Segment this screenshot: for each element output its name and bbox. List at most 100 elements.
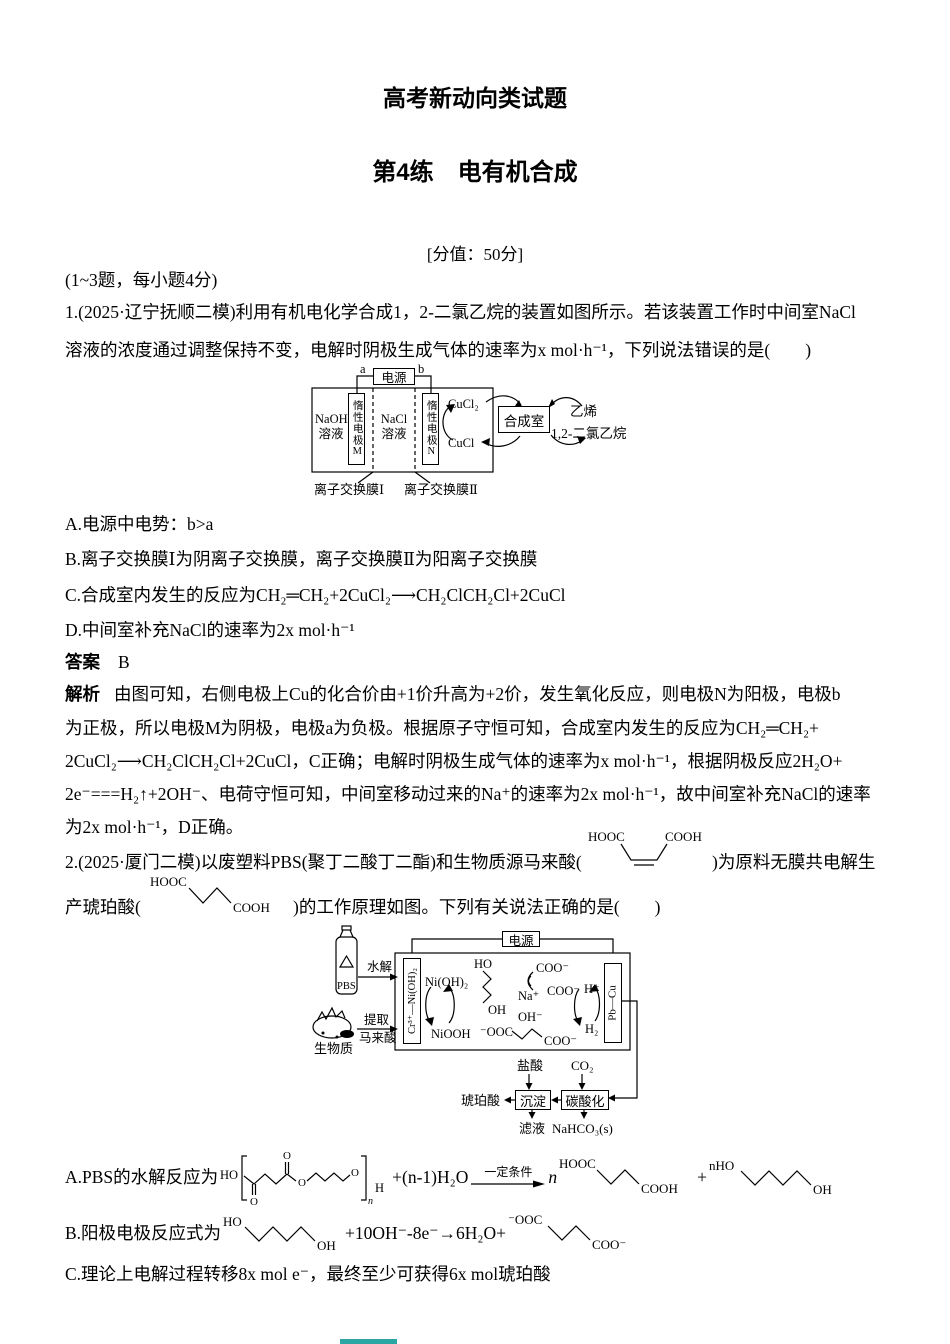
- analysis-line4: 2e⁻===H₂↑+2OH⁻、电荷守恒可知，中间室移动过来的Na⁺的速率为2x …: [65, 784, 871, 804]
- butanediol-product-structure: nHO OH: [709, 1158, 832, 1197]
- q1-answer-row: 答案 B: [65, 650, 130, 674]
- hcl-label: 盐酸: [517, 1058, 544, 1073]
- answer-label: 答案: [65, 652, 100, 672]
- q2-stem-line2-pre: 产琥珀酸(: [65, 897, 141, 917]
- succinate-coo-label: COO⁻: [544, 1034, 577, 1048]
- precipitation-box: 沉淀: [515, 1090, 551, 1110]
- q1-stem-line1: 1.(2025·辽宁抚顺二模)利用有机电化学合成1，2-二氯乙烷的装置如图所示。…: [65, 302, 856, 322]
- q1-analysis-row1: 解析 由图可知，右侧电极上Cu的化合价由+1价升高为+2价，发生氧化反应，则电极…: [65, 682, 841, 706]
- sodium-ion-label: Na⁺: [518, 989, 540, 1003]
- right-electrode-box: Pb—Cu: [604, 963, 622, 1043]
- analysis-line2: 为正极，所以电极M为阴极，电极a为负极。根据原子守恒可知，合成室内发生的反应为C…: [65, 718, 819, 738]
- q1-stem-line2: 溶液的浓度通过调整保持不变，电解时阴极生成气体的速率为x mol·h⁻¹，下列说…: [65, 340, 812, 360]
- page-title: 高考新动向类试题: [383, 85, 567, 111]
- succinate-product-structure: ⁻OOC COO⁻: [508, 1212, 626, 1252]
- q2-option-a-water: +(n-1)H₂O: [392, 1167, 469, 1187]
- svg-text:n: n: [368, 1196, 373, 1207]
- maleic-label: 马来酸: [359, 1031, 397, 1045]
- h-plus-label: H⁺: [584, 982, 600, 996]
- hydrolysis-label: 水解: [367, 960, 393, 974]
- maleic-acid-structure: HOOC COOH: [588, 829, 702, 866]
- q1-option-c: C.合成室内发生的反应为CH₂═CH₂+2CuCl₂⟶CH₂ClCH₂Cl+2C…: [65, 585, 566, 605]
- svg-text:COOH: COOH: [233, 900, 270, 915]
- succinic-acid-label: 琥珀酸: [461, 1093, 501, 1108]
- q2-diagram-lines: [312, 925, 638, 1119]
- svg-text:COO⁻: COO⁻: [592, 1237, 626, 1252]
- pbs-bottle-label: PBS: [337, 981, 356, 992]
- left-electrode-box: Cr³⁺—Ni(OH)₂: [403, 958, 421, 1044]
- butanediol-ho-label: HO: [474, 957, 493, 971]
- terminal-b-label: b: [418, 362, 425, 376]
- score-line: [分值：50分]: [426, 245, 524, 264]
- svg-text:H: H: [375, 1181, 384, 1195]
- q2-option-b-equation: +10OH⁻-8e⁻→6H₂O+: [345, 1223, 507, 1243]
- svg-text:HOOC: HOOC: [559, 1156, 596, 1171]
- electrode-m-box: 惰性电极M: [348, 393, 365, 465]
- svg-text:HOOC: HOOC: [588, 829, 625, 844]
- svg-text:HO: HO: [220, 1168, 238, 1182]
- co2-label: CO₂: [571, 1058, 594, 1073]
- pbs-polymer-structure: HO O O O O n H: [220, 1150, 384, 1208]
- svg-text:HOOC: HOOC: [150, 874, 187, 889]
- q1-option-a: A.电源中电势：b>a: [65, 514, 214, 534]
- membrane-1-label: 离子交换膜Ⅰ: [314, 482, 385, 497]
- analysis-line5: 为2x mol·h⁻¹，D正确。: [65, 817, 244, 837]
- carbonation-box: 碳酸化: [561, 1090, 609, 1110]
- h2-label: H₂: [585, 1022, 599, 1036]
- svg-text:O: O: [298, 1177, 306, 1189]
- maleate-coo-top-label: COO⁻: [536, 961, 569, 975]
- q2-option-b-label: B.阳极电极反应式为: [65, 1223, 222, 1243]
- q2-option-a-n: n: [548, 1167, 558, 1187]
- analysis-line1: 由图可知，右侧电极上Cu的化合价由+1价升高为+2价，发生氧化反应，则电极N为阳…: [114, 684, 841, 704]
- dichloroethane-label: 1,2-二氯乙烷: [551, 426, 627, 441]
- analysis-label: 解析: [65, 684, 100, 704]
- svg-text:HO: HO: [223, 1214, 242, 1229]
- svg-text:COOH: COOH: [641, 1181, 678, 1196]
- synthesis-room-box: 合成室: [498, 406, 550, 433]
- butanediol-oh-label: OH: [488, 1003, 507, 1017]
- q2-electrolysis-diagram: PBS 水解 生物质 提取 马来酸 电源 Cr³⁺—Ni(OH)₂ Pb—Cu …: [290, 925, 650, 1145]
- q2-stem-line1-pre: 2.(2025·厦门二模)以废塑料PBS(聚丁二酸丁二酯)和生物质源马来酸(: [65, 852, 582, 872]
- electrode-n-box: 惰性电极N: [422, 393, 439, 465]
- section-title: 第4练 电有机合成: [372, 159, 578, 186]
- svg-text:OH: OH: [813, 1182, 832, 1197]
- reaction-condition-arrow: 一定条件: [470, 1165, 546, 1189]
- q1-option-b: B.离子交换膜Ⅰ为阴离子交换膜，离子交换膜Ⅱ为阳离子交换膜: [65, 549, 538, 569]
- ni-oh2-label: Ni(OH)₂: [425, 975, 469, 989]
- filtrate-label: 滤液: [519, 1121, 546, 1136]
- points-note: (1~3题，每小题4分): [65, 270, 218, 290]
- succinic-acid-structure: HOOC COOH: [150, 874, 270, 915]
- svg-text:COOH: COOH: [665, 829, 702, 844]
- cucl-label: CuCl: [448, 436, 475, 450]
- biomass-label: 生物质: [314, 1041, 354, 1056]
- q2-option-a-label: A.PBS的水解反应为: [65, 1167, 219, 1187]
- power-supply-box: 电源: [373, 368, 415, 385]
- terminal-a-label: a: [360, 362, 366, 376]
- succinic-acid-product-structure: HOOC COOH: [559, 1156, 678, 1196]
- extract-label: 提取: [364, 1013, 390, 1027]
- nahco3-label: NaHCO₃(s): [552, 1121, 613, 1136]
- butanediol-reactant-structure: HO OH: [223, 1214, 336, 1253]
- svg-text:O: O: [351, 1167, 359, 1179]
- svg-text:OH: OH: [317, 1238, 336, 1253]
- cucl2-label: CuCl₂: [448, 397, 479, 411]
- bottom-accent-bar: [340, 1339, 397, 1344]
- bottle-illustration: [335, 925, 358, 995]
- svg-text:⁻OOC: ⁻OOC: [508, 1212, 542, 1227]
- analysis-line3: 2CuCl₂⟶CH₂ClCH₂Cl+2CuCl，C正确；电解时阴极生成气体的速率…: [65, 751, 843, 771]
- svg-text:nHO: nHO: [709, 1158, 734, 1173]
- maleate-coo-bottom-label: COO⁻: [547, 984, 580, 998]
- svg-text:O: O: [250, 1196, 258, 1208]
- recycle-icon: [338, 954, 355, 968]
- q2-option-a-plus: +: [697, 1167, 708, 1187]
- q2-stem-line1-post: )为原料无膜共电解生: [712, 852, 876, 872]
- answer-value: B: [118, 652, 130, 672]
- q2-option-a: A.PBS的水解反应为 HO O O O O n H +(n-1)H₂O 一定条…: [65, 1148, 841, 1208]
- svg-text:O: O: [283, 1150, 291, 1162]
- membrane-2-label: 离子交换膜Ⅱ: [404, 482, 478, 497]
- ethylene-label: 乙烯: [570, 404, 597, 419]
